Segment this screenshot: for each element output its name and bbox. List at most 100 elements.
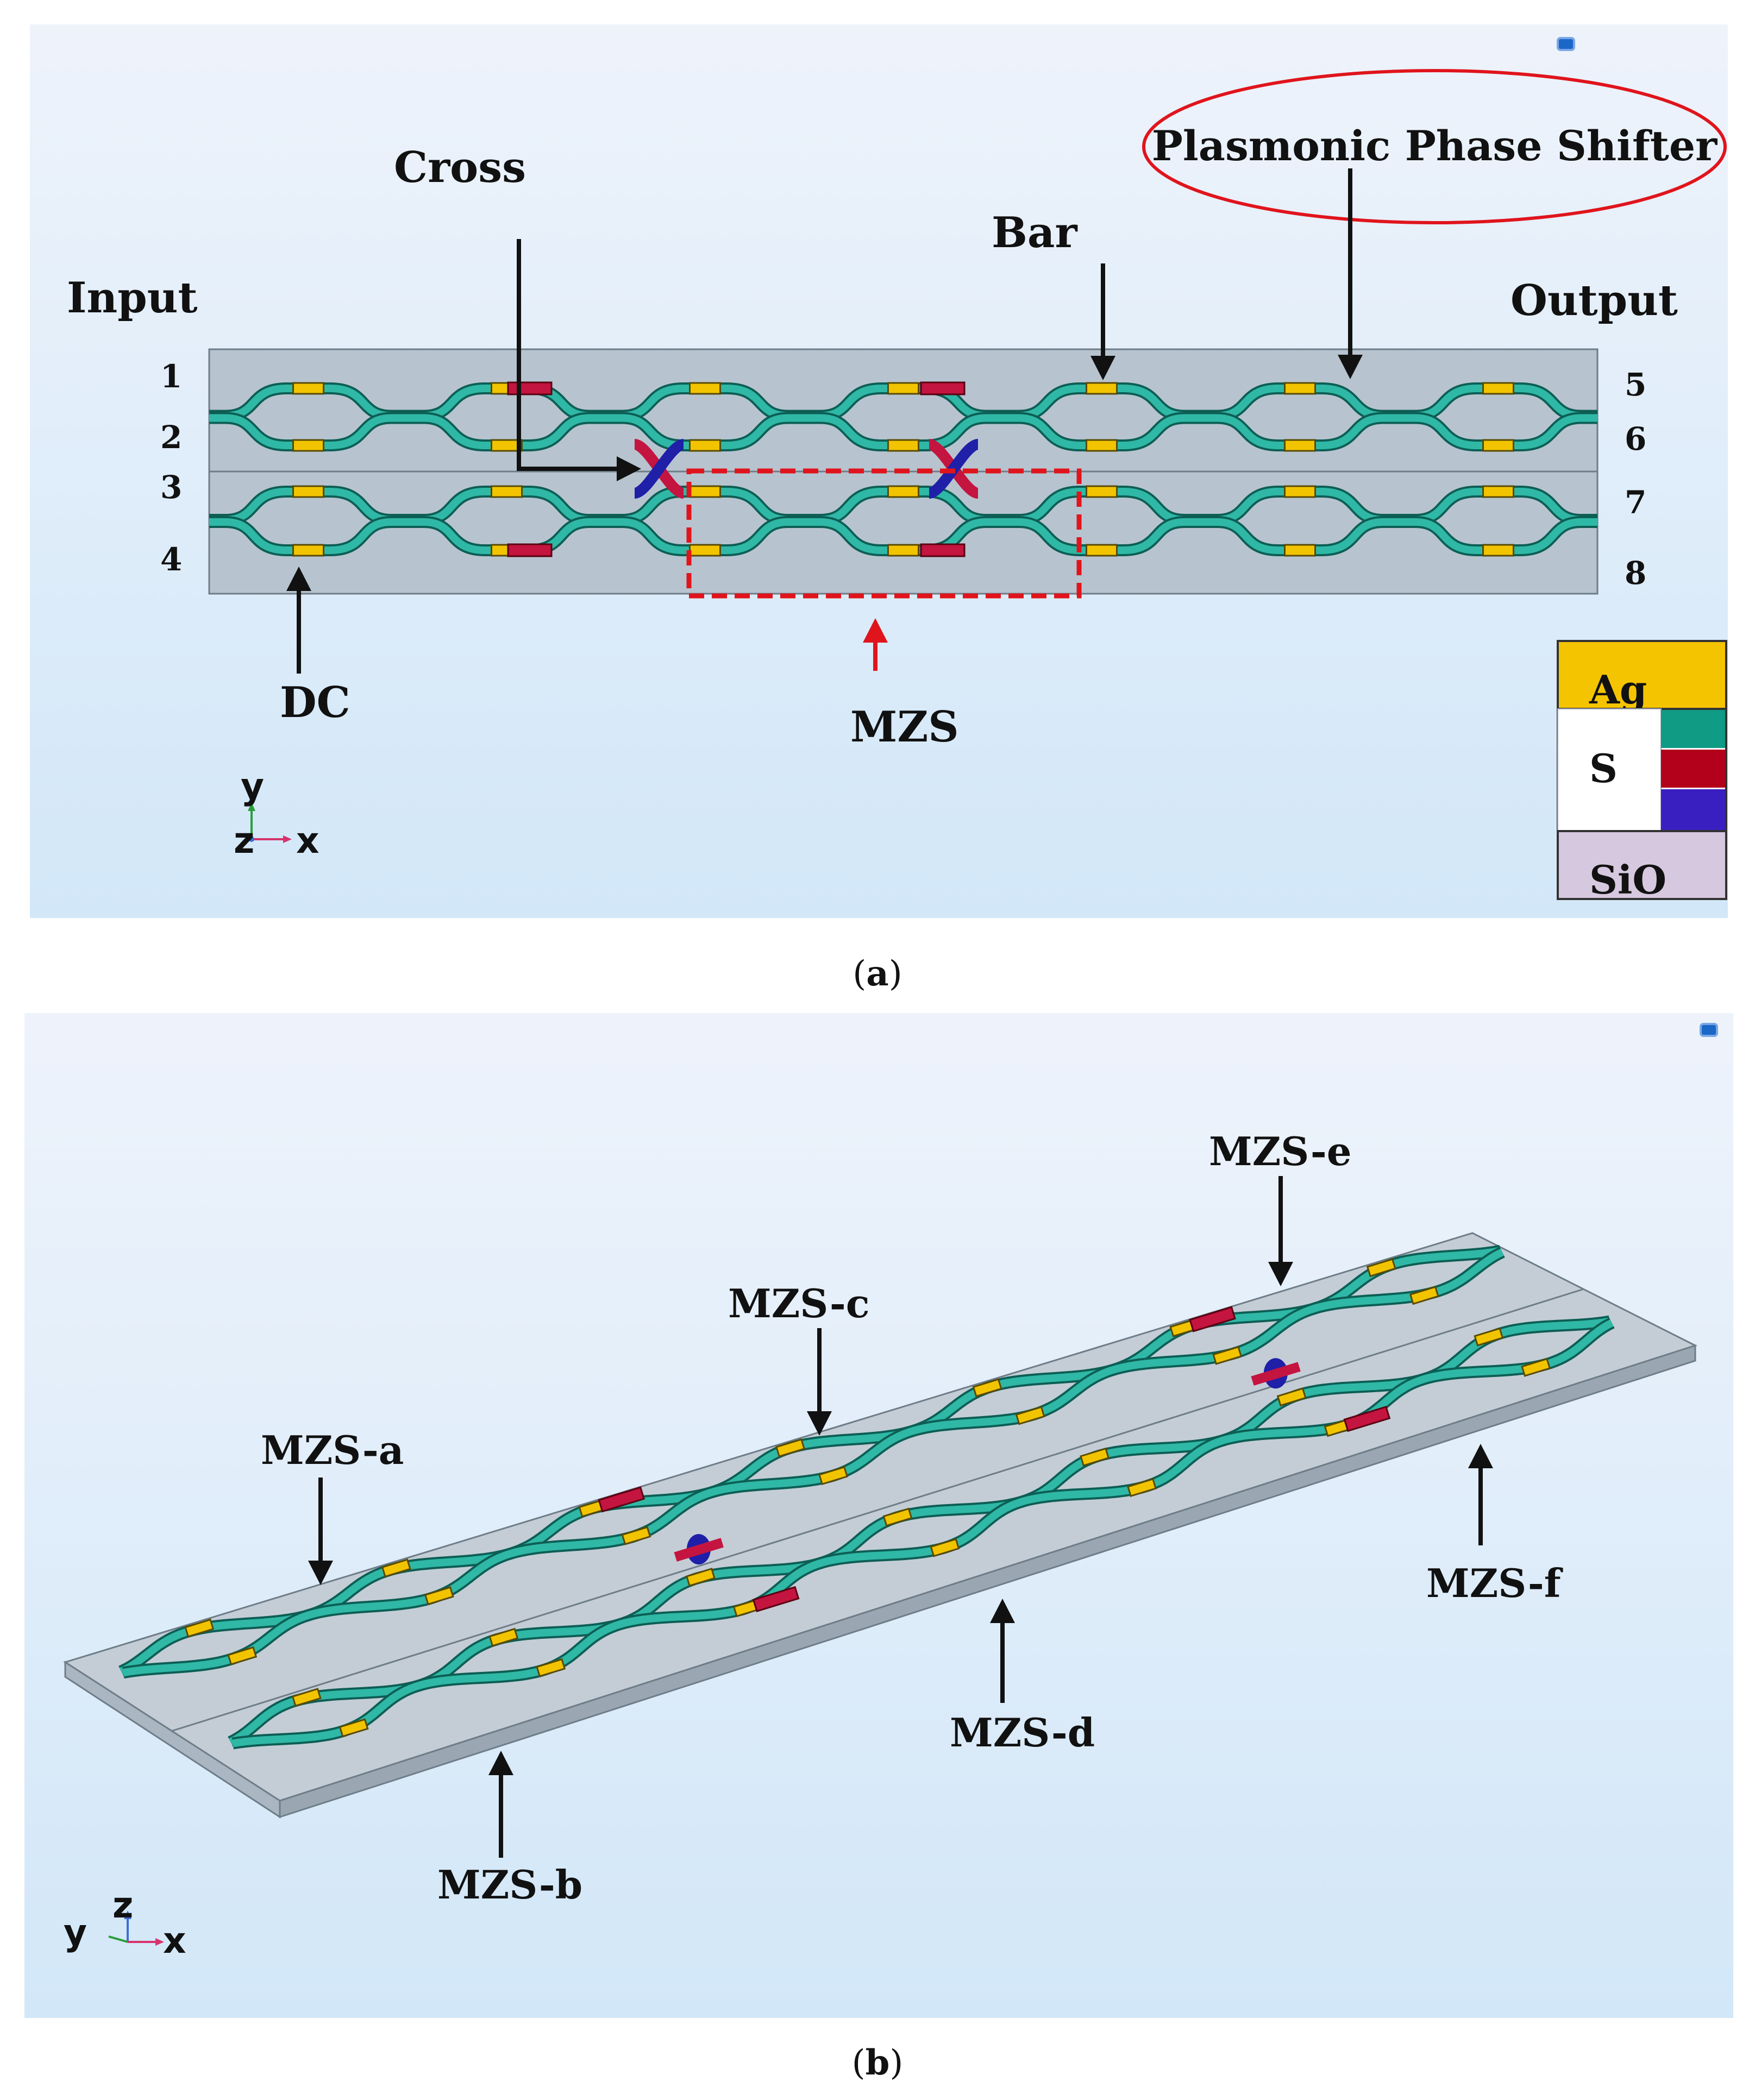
phase-shifter-ellipse xyxy=(1142,69,1727,224)
phase-shifter-pad xyxy=(689,382,721,395)
label-mzs-f: MZS-f xyxy=(1426,1560,1563,1606)
phase-shifter-pad xyxy=(491,485,523,498)
phase-shifter-pad xyxy=(1482,544,1514,557)
arrow-phase-shifter xyxy=(1338,168,1363,379)
phase-shifter-pad xyxy=(292,544,324,557)
label-mzs-e: MZS-e xyxy=(1209,1128,1352,1174)
crossing-blue-0 xyxy=(633,439,685,499)
phase-shifter-pad xyxy=(689,439,721,452)
material-legend: Ag S SiO xyxy=(1557,640,1727,903)
phase-shifter-pad xyxy=(1284,485,1316,498)
phase-shifter-pad xyxy=(491,439,523,452)
phase-shifter-pad xyxy=(1284,544,1316,557)
arrow-cross xyxy=(517,239,641,481)
label-input: Input xyxy=(67,273,197,323)
mzs-highlight-box xyxy=(686,468,1082,599)
crossing-3d-red-0 xyxy=(674,1538,724,1562)
phase-shifter-pad-3d xyxy=(424,1586,454,1606)
label-phase-shifter: Plasmonic Phase Shifter xyxy=(1152,122,1718,170)
arrow-mzs xyxy=(863,618,888,671)
phase-shifter-pad-3d xyxy=(1409,1286,1439,1305)
input-port-3: 3 xyxy=(160,469,182,506)
phase-shifter-pad-3d xyxy=(621,1526,651,1545)
bar-element-1 xyxy=(920,381,966,395)
arrow-mzs-b xyxy=(488,1751,513,1858)
phase-shifter-pad-3d xyxy=(1080,1447,1110,1467)
phase-shifter-pad-3d xyxy=(818,1466,848,1485)
phase-shifter-pad-3d xyxy=(291,1688,322,1707)
phase-shifter-pad xyxy=(887,544,919,557)
caption-a-letter: a xyxy=(866,953,889,994)
output-port-5: 5 xyxy=(1625,366,1646,403)
panel-a: Plasmonic Phase Shifter Input Output Cro… xyxy=(30,24,1728,918)
arrow-mzs-f xyxy=(1468,1444,1493,1545)
view-cube-icon[interactable] xyxy=(1557,37,1575,51)
legend-s-label: S xyxy=(1589,745,1618,791)
phase-shifter-pad-3d xyxy=(1127,1478,1157,1497)
input-port-1: 1 xyxy=(160,358,182,395)
bar-element-2 xyxy=(507,543,553,557)
label-mzs: MZS xyxy=(850,702,959,752)
phase-shifter-pad xyxy=(292,485,324,498)
arrow-mzs-e xyxy=(1268,1176,1293,1286)
label-mzs-d: MZS-d xyxy=(950,1709,1095,1756)
label-output: Output xyxy=(1510,276,1678,325)
phase-shifter-pad xyxy=(1482,485,1514,498)
phase-shifter-pad-3d xyxy=(930,1538,960,1557)
arrow-dc xyxy=(286,567,311,674)
phase-shifter-pad-3d xyxy=(685,1568,716,1587)
phase-shifter-pad xyxy=(1086,485,1118,498)
phase-shifter-pad xyxy=(887,485,919,498)
legend-swatch-red xyxy=(1661,750,1725,788)
arrow-bar xyxy=(1090,263,1115,380)
bar-element-3d-0 xyxy=(598,1486,645,1513)
axis-x-label-b: x xyxy=(163,1920,186,1961)
axis-z-label: z xyxy=(234,820,254,862)
phase-shifter-pad xyxy=(292,439,324,452)
phase-shifter-pad-3d xyxy=(184,1618,215,1638)
phase-shifter-pad-3d xyxy=(1015,1406,1045,1425)
caption-a: (a) xyxy=(853,953,902,994)
axis-z-label-b: z xyxy=(112,1884,133,1926)
legend-sio-label: SiO xyxy=(1589,857,1666,903)
phase-shifter-pad-3d xyxy=(1366,1258,1396,1278)
axis-y-label-b: y xyxy=(64,1912,87,1953)
bar-element-3 xyxy=(920,543,966,557)
phase-shifter-pad xyxy=(887,382,919,395)
arrow-mzs-d xyxy=(990,1599,1015,1703)
phase-shifter-pad-3d xyxy=(1276,1387,1307,1407)
label-dc: DC xyxy=(280,678,350,727)
bar-element-3d-2 xyxy=(752,1586,800,1612)
phase-shifter-pad xyxy=(1284,439,1316,452)
phase-shifter-pad xyxy=(1482,439,1514,452)
crossing-3d-red-1 xyxy=(1251,1362,1301,1386)
arrow-mzs-a xyxy=(308,1477,333,1585)
output-port-7: 7 xyxy=(1625,484,1646,521)
phase-shifter-pad xyxy=(689,485,721,498)
phase-shifter-pad xyxy=(1086,439,1118,452)
label-bar: Bar xyxy=(992,208,1077,257)
phase-shifter-pad-3d xyxy=(227,1646,258,1665)
phase-shifter-pad-3d xyxy=(1212,1345,1243,1365)
axis-triad-b: y z x xyxy=(64,1884,186,1961)
phase-shifter-pad-3d xyxy=(882,1507,913,1527)
axis-x-label: x xyxy=(296,820,319,862)
phase-shifter-pad-3d xyxy=(972,1378,1002,1398)
legend-swatch-teal xyxy=(1661,710,1725,748)
arrow-mzs-c xyxy=(807,1328,832,1436)
view-cube-icon-b[interactable] xyxy=(1700,1023,1718,1037)
phase-shifter-pad-3d xyxy=(1521,1357,1551,1377)
label-mzs-a: MZS-a xyxy=(261,1427,404,1473)
label-mzs-c: MZS-c xyxy=(728,1280,870,1326)
legend-swatch-blue xyxy=(1661,789,1725,830)
output-port-6: 6 xyxy=(1625,420,1646,457)
panel-b: MZS-a MZS-b MZS-c MZS-d MZS-e MZS-f y z … xyxy=(24,1013,1733,2018)
output-port-8: 8 xyxy=(1625,555,1646,592)
phase-shifter-pad xyxy=(1086,544,1118,557)
phase-shifter-pad xyxy=(689,544,721,557)
label-mzs-b: MZS-b xyxy=(437,1862,582,1908)
input-port-4: 4 xyxy=(160,541,182,578)
bar-element-3d-3 xyxy=(1343,1406,1391,1432)
legend-ag-label: Ag xyxy=(1589,667,1647,713)
bar-element-0 xyxy=(507,381,553,395)
